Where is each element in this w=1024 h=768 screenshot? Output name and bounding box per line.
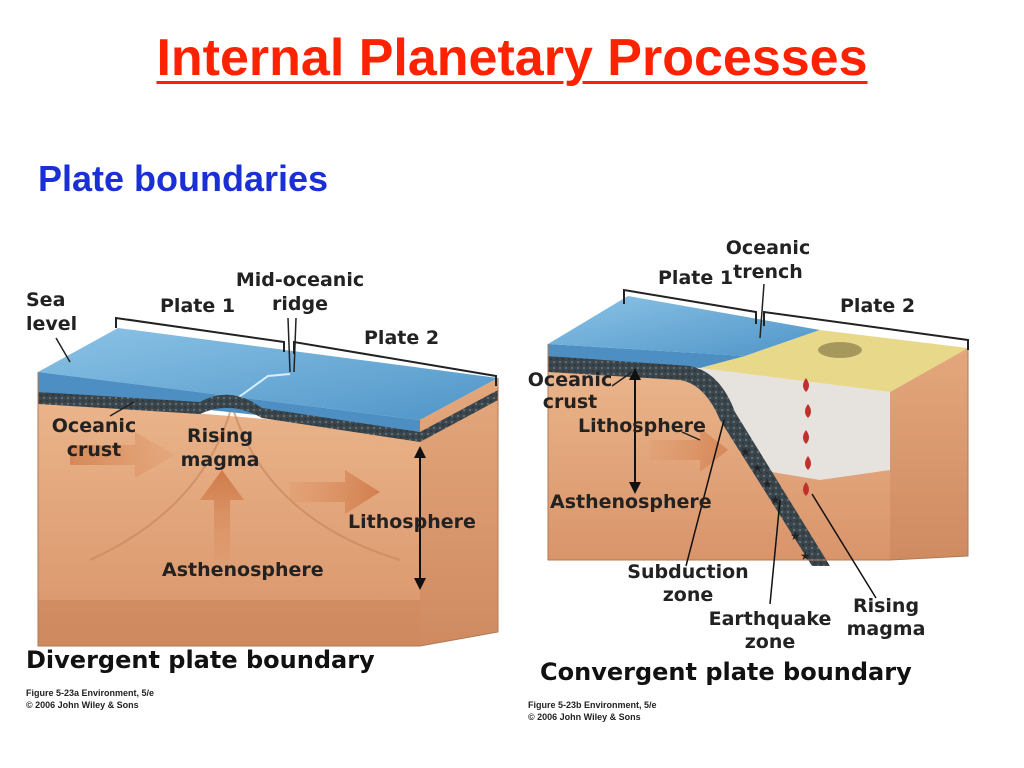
divergent-caption: Divergent plate boundary bbox=[26, 646, 375, 674]
svg-text:★: ★ bbox=[790, 529, 801, 543]
divergent-magma-label-1: Rising bbox=[187, 425, 253, 447]
divergent-sea-level-label-1: Sea bbox=[26, 289, 65, 311]
divergent-plate1-label: Plate 1 bbox=[160, 295, 235, 317]
convergent-magma-drops bbox=[803, 378, 811, 496]
convergent-plate1-label: Plate 1 bbox=[658, 267, 733, 289]
divergent-crust-label-1: Oceanic bbox=[52, 415, 136, 437]
divergent-figure-credit-1: Figure 5-23a Environment, 5/e bbox=[26, 688, 154, 698]
convergent-trench-label-1: Oceanic bbox=[726, 237, 810, 259]
convergent-figure-credit-2: © 2006 John Wiley & Sons bbox=[528, 712, 641, 722]
convergent-magma-label-1: Rising bbox=[853, 595, 919, 617]
divergent-crust-band bbox=[38, 392, 420, 442]
svg-text:★: ★ bbox=[770, 493, 781, 507]
convergent-plate1-bracket bbox=[623, 288, 757, 324]
convergent-crust-label-2: crust bbox=[543, 391, 598, 413]
divergent-right-arrow bbox=[290, 470, 380, 514]
divergent-crust-side bbox=[420, 390, 498, 442]
convergent-block: ★ ★ ★ ★ ★ ★ Oceanic trench Plate 1 Plate… bbox=[528, 237, 969, 722]
divergent-block: Sea level Plate 1 Mid-oceanic ridge Plat… bbox=[26, 269, 499, 710]
divergent-lithosphere-label: Lithosphere bbox=[348, 511, 476, 533]
divergent-sea-level-label-2: level bbox=[26, 313, 77, 335]
convergent-plate2-label: Plate 2 bbox=[840, 295, 915, 317]
convergent-trench-label-2: trench bbox=[733, 261, 803, 283]
convergent-subduction-label-1: Subduction bbox=[627, 561, 748, 583]
svg-text:★: ★ bbox=[762, 477, 773, 491]
divergent-ridge-crack bbox=[231, 373, 291, 403]
convergent-plate2-bracket bbox=[763, 310, 969, 350]
slide-subtitle: Plate boundaries bbox=[38, 158, 329, 199]
convergent-ocean-surface bbox=[548, 296, 820, 356]
divergent-plate2-bracket bbox=[293, 340, 497, 386]
divergent-magma-label-2: magma bbox=[181, 449, 260, 471]
divergent-left-arrow bbox=[70, 432, 175, 478]
divergent-asthenosphere-label: Asthenosphere bbox=[162, 559, 324, 581]
divergent-asthenosphere-band bbox=[38, 600, 420, 646]
svg-text:★: ★ bbox=[740, 445, 751, 459]
divergent-right-face bbox=[420, 378, 498, 646]
divergent-ocean-surface bbox=[38, 328, 498, 420]
divergent-plate2-label: Plate 2 bbox=[364, 327, 439, 349]
slide-title: Internal Planetary Processes bbox=[156, 29, 868, 87]
divergent-rising-arrow bbox=[200, 470, 244, 560]
divergent-ridge-label-1: Mid-oceanic bbox=[236, 269, 364, 291]
convergent-figure-credit-1: Figure 5-23b Environment, 5/e bbox=[528, 700, 657, 710]
divergent-crust-label-2: crust bbox=[67, 439, 122, 461]
convergent-continent-top bbox=[700, 330, 968, 392]
convergent-subduction-label-2: zone bbox=[663, 584, 714, 606]
convergent-earthquake-label-1: Earthquake bbox=[709, 608, 832, 630]
convergent-subducting-slab bbox=[548, 356, 830, 566]
divergent-ridge-label-2: ridge bbox=[272, 293, 328, 315]
convergent-lithosphere-label: Lithosphere bbox=[578, 415, 706, 437]
convergent-earthquake-stars: ★ ★ ★ ★ ★ ★ bbox=[740, 445, 811, 563]
convergent-caption: Convergent plate boundary bbox=[540, 658, 912, 686]
convergent-crust-label-1: Oceanic bbox=[528, 369, 612, 391]
convergent-magma-label-2: magma bbox=[847, 618, 926, 640]
divergent-figure-credit-2: © 2006 John Wiley & Sons bbox=[26, 700, 139, 710]
divergent-plate1-bracket bbox=[115, 316, 285, 352]
svg-text:★: ★ bbox=[752, 461, 763, 475]
convergent-right-face bbox=[890, 348, 968, 560]
convergent-asthenosphere-label: Asthenosphere bbox=[550, 491, 712, 513]
convergent-continental-crust bbox=[700, 368, 890, 480]
svg-text:★: ★ bbox=[800, 549, 811, 563]
convergent-earthquake-label-2: zone bbox=[745, 631, 796, 653]
